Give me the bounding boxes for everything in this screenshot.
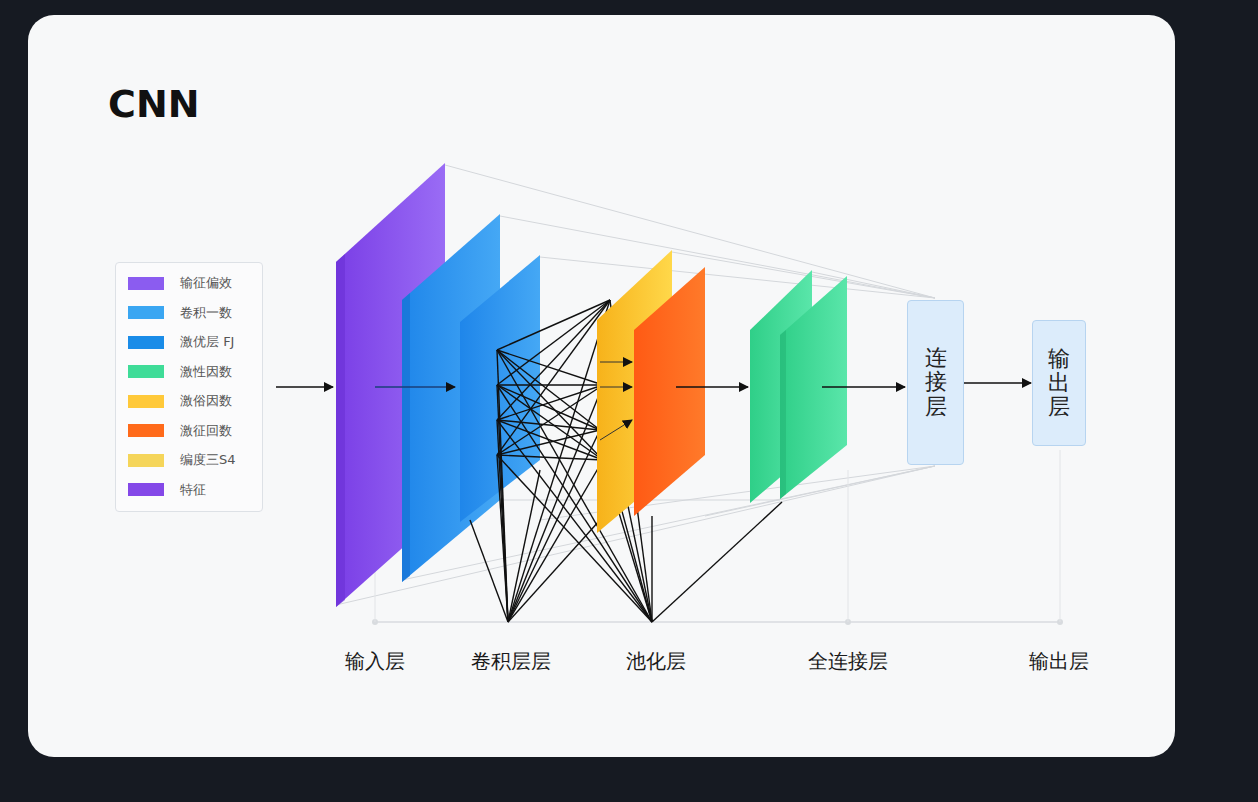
- legend-row: 激征回数: [128, 421, 232, 441]
- legend-swatch: [128, 306, 164, 319]
- legend-text: 激征回数: [180, 422, 232, 440]
- legend-row: 卷积一数: [128, 303, 232, 323]
- legend-swatch: [128, 483, 164, 496]
- arrow-connector: [964, 382, 1031, 384]
- legend-swatch: [128, 336, 164, 349]
- layer-name: 连接层: [925, 346, 947, 419]
- axis-label: 卷积层层: [471, 648, 551, 675]
- legend-row: 激优层 FJ: [128, 332, 234, 352]
- legend-text: 激性因数: [180, 363, 232, 381]
- legend-text: 激优层 FJ: [180, 333, 234, 351]
- legend-swatch: [128, 424, 164, 437]
- legend-text: 编度三S4: [180, 451, 236, 469]
- layer-box: 连接层: [907, 300, 964, 465]
- legend-text: 特征: [180, 481, 206, 499]
- layer-name: 输出层: [1048, 347, 1070, 420]
- legend-swatch: [128, 277, 164, 290]
- legend-text: 输征偏效: [180, 274, 232, 292]
- legend-swatch: [128, 395, 164, 408]
- legend-text: 卷积一数: [180, 304, 232, 322]
- axis-label: 输出层: [1029, 648, 1089, 675]
- axis-label: 池化层: [626, 648, 686, 675]
- legend-swatch: [128, 365, 164, 378]
- title: CNN: [108, 82, 200, 126]
- axis-label: 全连接层: [808, 648, 888, 675]
- axis-label: 输入层: [345, 648, 405, 675]
- legend-swatch: [128, 454, 164, 467]
- legend-text: 激俗因数: [180, 392, 232, 410]
- legend: 输征偏效卷积一数激优层 FJ 激性因数激俗因数激征回数编度三S4 特征: [115, 262, 263, 512]
- legend-row: 激性因数: [128, 362, 232, 382]
- legend-row: 激俗因数: [128, 391, 232, 411]
- layer-box: 输出层: [1032, 320, 1086, 446]
- legend-row: 特征: [128, 480, 206, 500]
- legend-row: 输征偏效: [128, 273, 232, 293]
- legend-row: 编度三S4: [128, 450, 236, 470]
